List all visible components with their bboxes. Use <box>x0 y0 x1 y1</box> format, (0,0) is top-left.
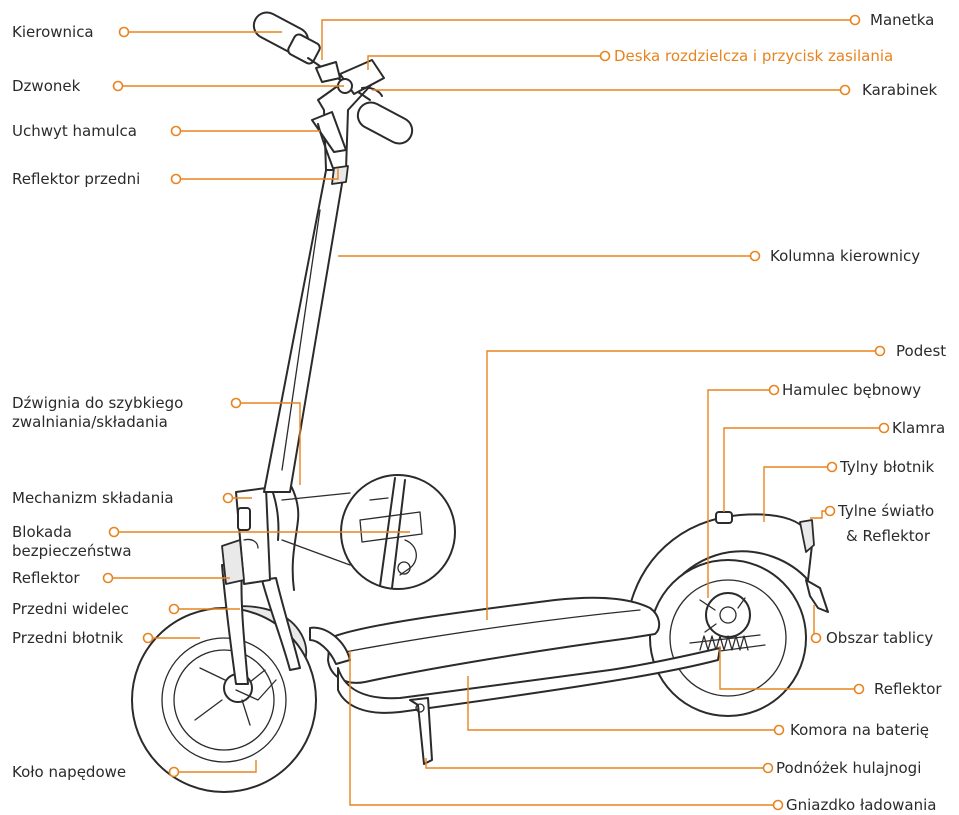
label-reflektor-left: Reflektor <box>12 569 80 587</box>
rear-wheel-rim <box>669 579 787 697</box>
label-dzwignia-line1: Dźwignia do szybkiego <box>12 394 183 412</box>
label-blokada-line2: bezpieczeństwa <box>12 542 132 560</box>
label-kolo: Koło napędowe <box>12 763 126 781</box>
rear-light-shape <box>799 519 815 553</box>
label-klamra: Klamra <box>892 419 945 437</box>
label-hamulec: Hamulec bębnowy <box>782 381 921 399</box>
label-podnozek: Podnóżek hulajnogi <box>776 759 921 777</box>
steering-column-shape <box>263 159 347 493</box>
throttle-shape <box>315 61 341 83</box>
label-deska: Deska rozdzielcza i przycisk zasilania <box>614 47 893 65</box>
label-przedni-blotnik: Przedni błotnik <box>12 629 124 647</box>
label-reflektor-przedni: Reflektor przedni <box>12 170 140 188</box>
label-podest: Podest <box>896 342 946 360</box>
plate-area-shape <box>805 579 829 613</box>
label-tylne-swiatlo-line1: Tylne światło <box>837 502 934 520</box>
label-dzwignia-line2: zwalniania/składania <box>12 413 168 431</box>
front-wheel-tire <box>131 607 317 793</box>
front-wheel-rim <box>161 637 287 763</box>
right-grip-shape <box>356 101 414 145</box>
deck-shape <box>327 596 661 684</box>
label-komora: Komora na baterię <box>790 721 929 739</box>
charging-port-shape <box>309 626 351 665</box>
rear-clamp-shape <box>715 511 733 524</box>
label-tylne-swiatlo-line2: & Reflektor <box>846 527 931 545</box>
label-karabinek: Karabinek <box>862 81 938 99</box>
label-kierownica: Kierownica <box>12 23 94 41</box>
brake-lever-shape <box>311 111 347 153</box>
battery-compartment-shape <box>337 647 721 714</box>
label-przedni-widelec: Przedni widelec <box>12 600 129 618</box>
label-kolumna: Kolumna kierownicy <box>770 247 920 265</box>
label-dzwonek: Dzwonek <box>12 77 81 95</box>
label-blokada-line1: Blokada <box>12 523 72 541</box>
scooter-illustration <box>131 11 829 793</box>
label-reflektor-right: Reflektor <box>874 680 942 698</box>
labels: Kierownica Dzwonek Uchwyt hamulca Reflek… <box>12 11 946 814</box>
leader-lines <box>112 19 880 806</box>
label-tylny-blotnik: Tylny błotnik <box>839 458 935 476</box>
front-reflector-shape <box>221 539 245 585</box>
label-manetka: Manetka <box>870 11 934 29</box>
kickstand-shape <box>409 697 433 765</box>
label-obszar-tablicy: Obszar tablicy <box>826 629 933 647</box>
front-headlight-shape <box>331 165 349 185</box>
leader-dots <box>102 14 890 811</box>
label-uchwyt-hamulca: Uchwyt hamulca <box>12 122 137 140</box>
left-grip-shape <box>252 11 321 65</box>
label-mechanizm: Mechanizm składania <box>12 489 174 507</box>
label-gniazdko: Gniazdko ładowania <box>786 796 936 814</box>
front-fork-shape <box>221 564 249 685</box>
